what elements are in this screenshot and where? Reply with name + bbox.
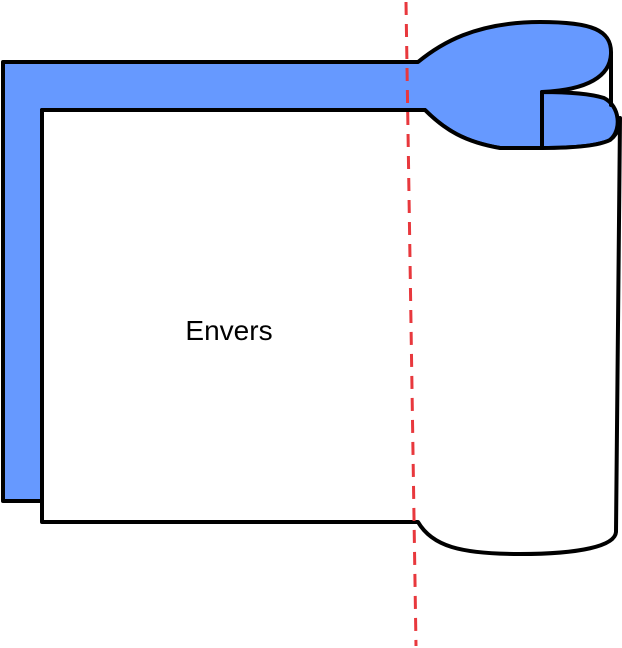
fold-line <box>404 1 418 647</box>
fabric-front-layer <box>40 108 622 556</box>
envers-label: Envers <box>185 315 272 346</box>
